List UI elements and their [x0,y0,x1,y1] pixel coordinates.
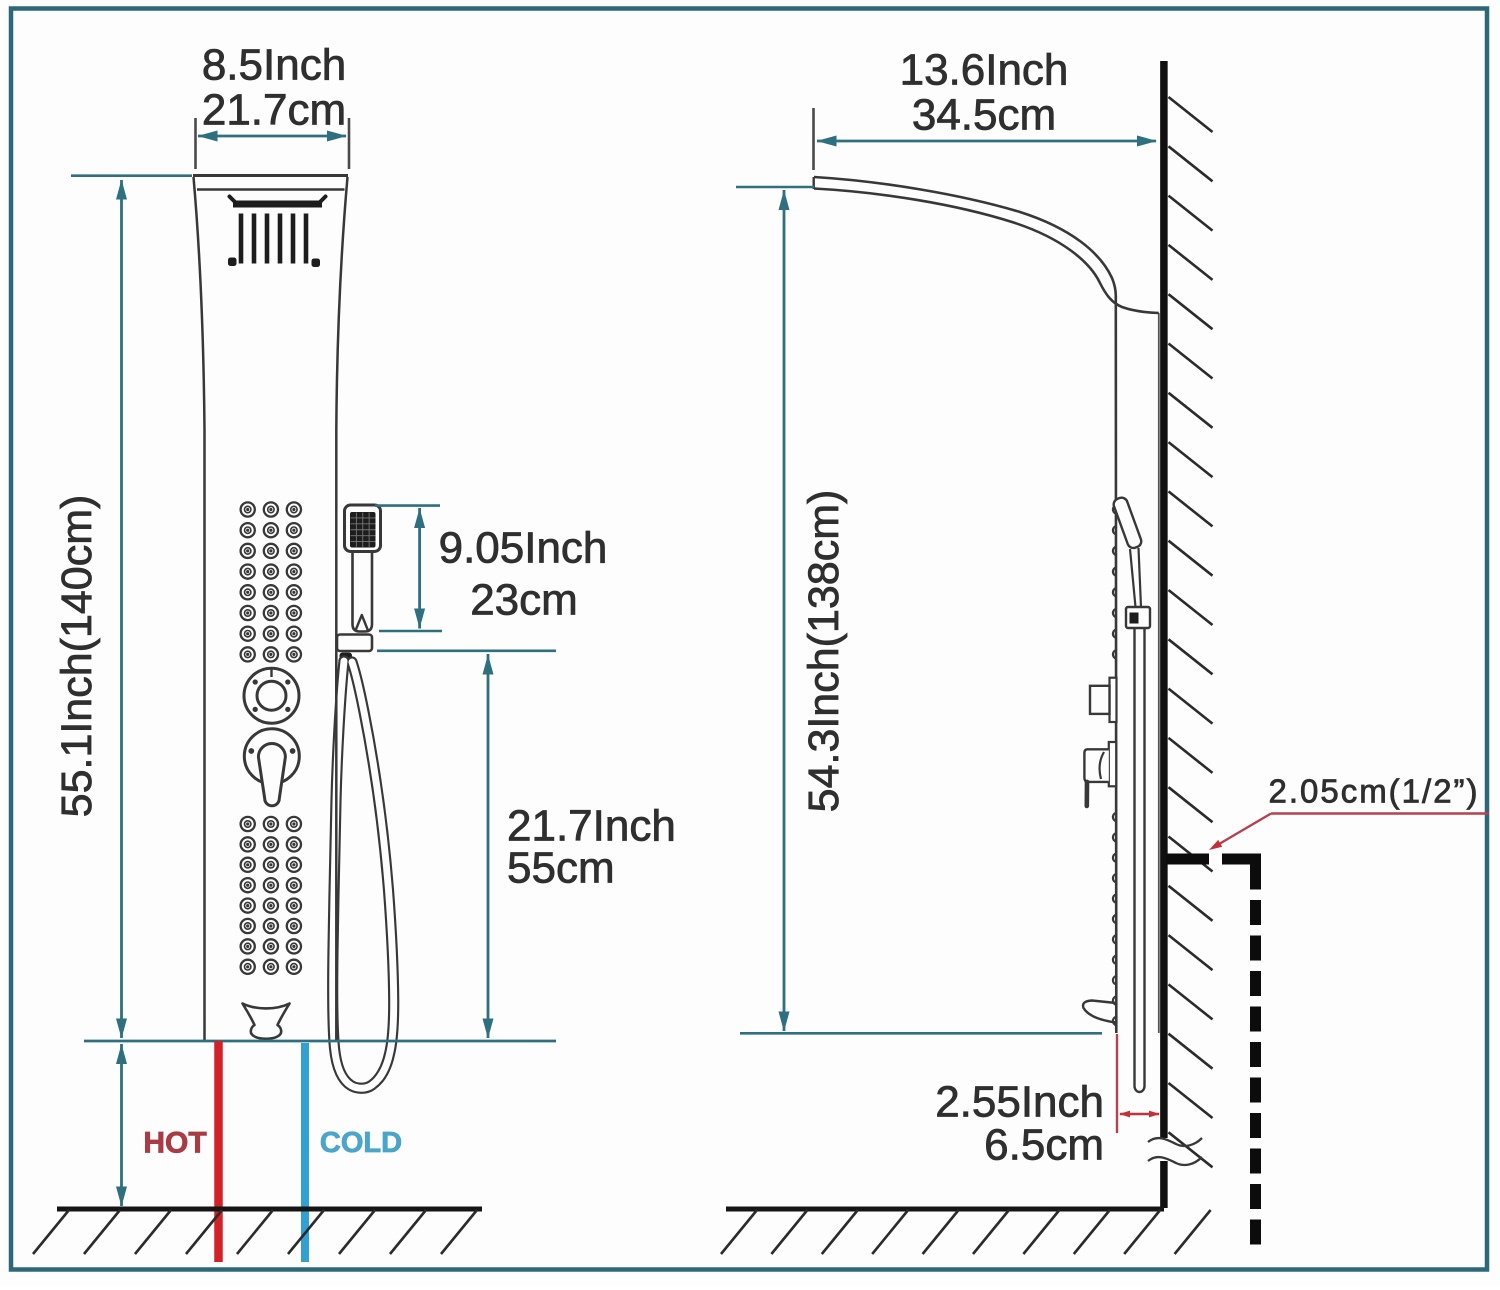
svg-text:6.5cm: 6.5cm [984,1121,1104,1170]
svg-text:23cm: 23cm [470,576,578,625]
svg-text:54.3Inch(138cm): 54.3Inch(138cm) [800,490,848,813]
svg-text:2.55Inch: 2.55Inch [935,1078,1104,1127]
svg-text:8.5Inch: 8.5Inch [202,41,346,90]
svg-text:9.05Inch: 9.05Inch [439,524,608,573]
svg-text:34.5cm: 34.5cm [912,91,1056,140]
svg-text:HOT: HOT [143,1127,206,1160]
svg-text:55cm: 55cm [507,844,615,893]
svg-text:55.1Inch(140cm): 55.1Inch(140cm) [53,495,101,818]
svg-text:21.7cm: 21.7cm [202,86,346,135]
svg-text:2.05cm(1/2”): 2.05cm(1/2”) [1268,773,1479,810]
svg-text:13.6Inch: 13.6Inch [900,46,1069,95]
svg-text:COLD: COLD [320,1127,402,1159]
svg-text:21.7Inch: 21.7Inch [507,802,676,851]
